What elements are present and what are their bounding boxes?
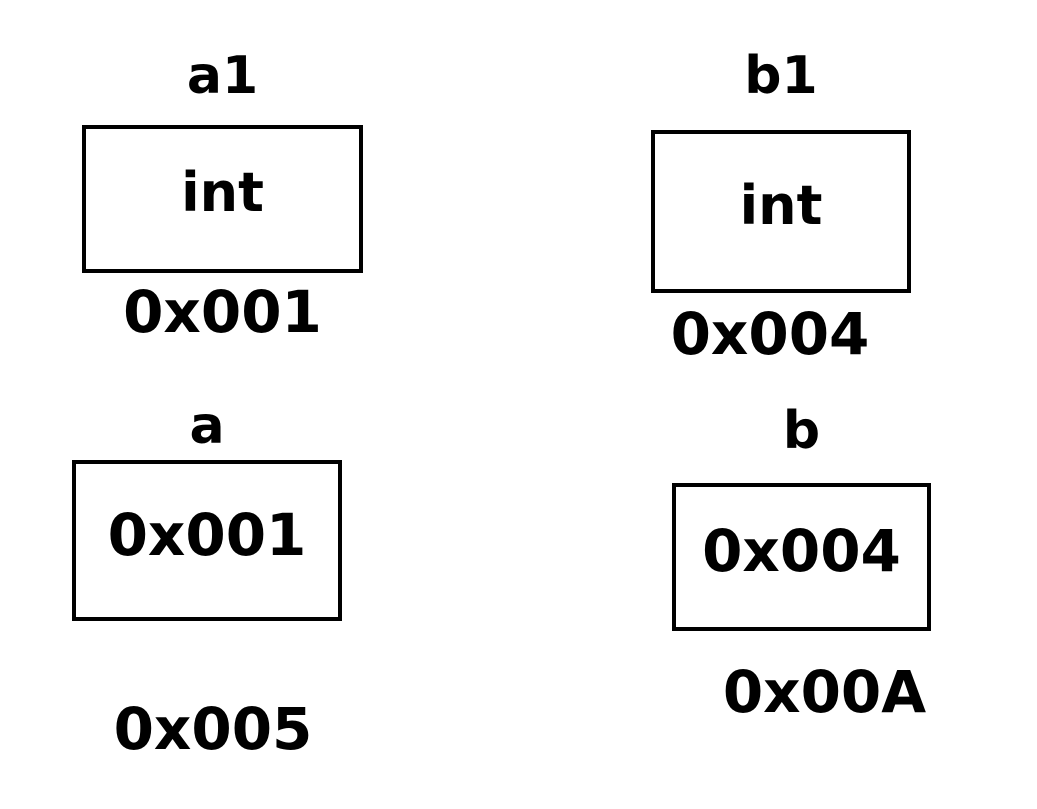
- variable-address-a1: 0x001: [123, 278, 322, 346]
- variable-address-b1: 0x004: [670, 300, 870, 368]
- variable-name-b1: b1: [744, 46, 818, 106]
- variable-name-a1: a1: [186, 46, 259, 106]
- variable-address-b: 0x00A: [722, 658, 927, 726]
- variable-name-b: b: [782, 401, 821, 461]
- variable-box-b1: int: [651, 130, 911, 293]
- variable-value-a: 0x001: [107, 500, 307, 569]
- variable-value-b: 0x004: [702, 517, 901, 585]
- variable-box-b: 0x004: [672, 483, 931, 631]
- variable-box-a1: int: [82, 125, 363, 273]
- variable-box-a: 0x001: [72, 460, 342, 621]
- variable-address-a: 0x005: [113, 695, 313, 763]
- variable-value-a1: int: [181, 161, 264, 224]
- variable-name-a: a: [189, 396, 225, 456]
- variable-value-b1: int: [739, 173, 823, 237]
